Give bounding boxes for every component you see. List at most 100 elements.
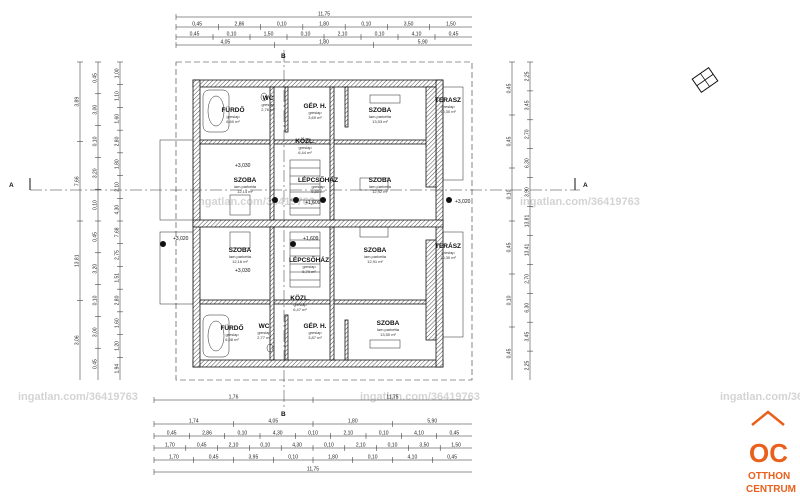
dimension-value: 0,45 xyxy=(197,443,207,449)
room-area: 5,80 m² xyxy=(311,189,325,194)
room-area: 6,47 m² xyxy=(293,307,307,312)
room-name: TERASZ xyxy=(435,97,461,104)
room-floor: greslap xyxy=(298,145,312,150)
dimension-value: 0,45 xyxy=(167,431,177,437)
room-floor: lam.parketta xyxy=(377,327,400,332)
room-area: 12,91 m² xyxy=(367,259,383,264)
dimension-value: 0,10 xyxy=(260,443,270,449)
room-floor: lam.parketta xyxy=(234,184,257,189)
dimension-value: 3,45 xyxy=(525,100,531,110)
room-name: FÜRDŐ xyxy=(221,105,244,114)
dimension-value: 6,30 xyxy=(525,158,531,168)
dimension-value: 1,70 xyxy=(169,455,179,461)
dimension-value: 2,10 xyxy=(343,431,353,437)
room-floor: greslap xyxy=(257,330,271,335)
room-name: SZOBA xyxy=(377,320,400,327)
dimension-value: 4,30 xyxy=(273,431,283,437)
dimension-value: 2,10 xyxy=(115,182,121,192)
room-name: SZOBA xyxy=(234,177,257,184)
room-name: KÖZL. xyxy=(290,293,310,302)
dimension-value: 4,30 xyxy=(115,205,121,215)
dimension-value: 2,10 xyxy=(356,443,366,449)
room-floor: greslap xyxy=(225,332,239,337)
dimension-value: 2,80 xyxy=(115,295,121,305)
watermark: ingatlan.com/36419763 xyxy=(520,196,640,208)
dimension-value: 3,00 xyxy=(93,327,99,337)
dimension-value: 1,80 xyxy=(319,22,329,28)
room-name: SZOBA xyxy=(229,247,252,254)
section-label: B xyxy=(281,411,286,418)
dimension-value: 2,25 xyxy=(525,360,531,370)
room-name: LÉPCSŐHÁZ xyxy=(298,175,338,184)
roof-outline xyxy=(175,61,473,381)
watermark: ingatlan.com/36419763 xyxy=(360,391,480,403)
logo-line1: OTTHON xyxy=(748,471,790,482)
dimension-value: 0,45 xyxy=(449,32,459,38)
dimension-value: 0,45 xyxy=(507,136,513,146)
dimension-value: 0,45 xyxy=(93,73,99,83)
exterior-walls xyxy=(192,79,444,368)
dimension-value: 3,06 xyxy=(75,335,81,345)
room-floor: lam.parketta xyxy=(369,114,392,119)
dimension-value: 3,90 xyxy=(525,187,531,197)
dimension-value: 0,10 xyxy=(288,455,298,461)
room-name: FÜRDŐ xyxy=(220,323,243,332)
staircase xyxy=(289,159,321,288)
dimension-value: 1,50 xyxy=(451,443,461,449)
level-mark: +3,030 xyxy=(235,268,251,274)
dimension-value: 3,45 xyxy=(525,332,531,342)
dimension-value: 2,70 xyxy=(525,274,531,284)
room-area: 12,14 m² xyxy=(237,189,253,194)
room-floor: greslap xyxy=(308,330,322,335)
section-label: A xyxy=(9,182,14,189)
dimension-value: 3,00 xyxy=(93,105,99,115)
room-name: WC xyxy=(259,323,270,330)
dimension-value: 0,45 xyxy=(93,232,99,242)
room-floor: greslap xyxy=(226,114,240,119)
room-area: 6,58 m² xyxy=(225,337,239,342)
logo-mark: OC xyxy=(749,438,788,468)
room-area: 10,30 m² xyxy=(440,109,456,114)
dimension-value: 0,45 xyxy=(507,242,513,252)
room-area: 12,16 m² xyxy=(232,259,248,264)
dimension-value: 0,10 xyxy=(93,200,99,210)
column-marker xyxy=(160,197,452,247)
dimension-value: 4,10 xyxy=(414,431,424,437)
dimension-value: 1,60 xyxy=(115,318,121,328)
room-floor: greslap xyxy=(441,104,455,109)
dimension-value: 7,68 xyxy=(115,227,121,237)
dimension-value: 2,10 xyxy=(338,32,348,38)
room-name: KÖZL. xyxy=(295,136,315,145)
room-floor: lam.parketta xyxy=(364,254,387,259)
room-area: 6,60 m² xyxy=(226,119,240,124)
dimension-value: 11,75 xyxy=(307,467,319,473)
room-floor: lam.parketta xyxy=(369,184,392,189)
dimension-value: 1,51 xyxy=(115,273,121,283)
dimension-value: 3,50 xyxy=(404,22,414,28)
dimension-value: 1,80 xyxy=(319,40,329,46)
level-mark: +3,020 xyxy=(455,199,471,205)
dimension-value: 1,10 xyxy=(115,91,121,101)
dimension-value: 3,20 xyxy=(93,168,99,178)
dimension-value: 0,10 xyxy=(237,431,247,437)
dimension-value: 1,74 xyxy=(189,419,199,425)
dimension-value: 5,90 xyxy=(427,419,437,425)
room-name: SZOBA xyxy=(364,247,387,254)
room-area: 2,77 m² xyxy=(257,335,271,340)
room-floor: greslap xyxy=(302,264,316,269)
dimension-value: 6,30 xyxy=(525,303,531,313)
dimension-value: 13,41 xyxy=(525,243,531,256)
dimension-value: 0,10 xyxy=(507,295,513,305)
room-floor: greslap xyxy=(441,250,455,255)
room-name: WC xyxy=(263,95,274,102)
dimension-value: 4,10 xyxy=(412,32,422,38)
levels: +3,030 +1,609 +3,020 +3,020 +1,609 +3,03… xyxy=(173,163,471,274)
dimension-value: 1,76 xyxy=(229,395,239,401)
dimension-value: 0,45 xyxy=(209,455,219,461)
otthon-centrum-logo: OC OTTHON CENTRUM xyxy=(746,410,796,495)
dimension-value: 0,10 xyxy=(324,443,334,449)
level-mark: +1,609 xyxy=(305,200,321,206)
dimension-value: 0,10 xyxy=(361,22,371,28)
